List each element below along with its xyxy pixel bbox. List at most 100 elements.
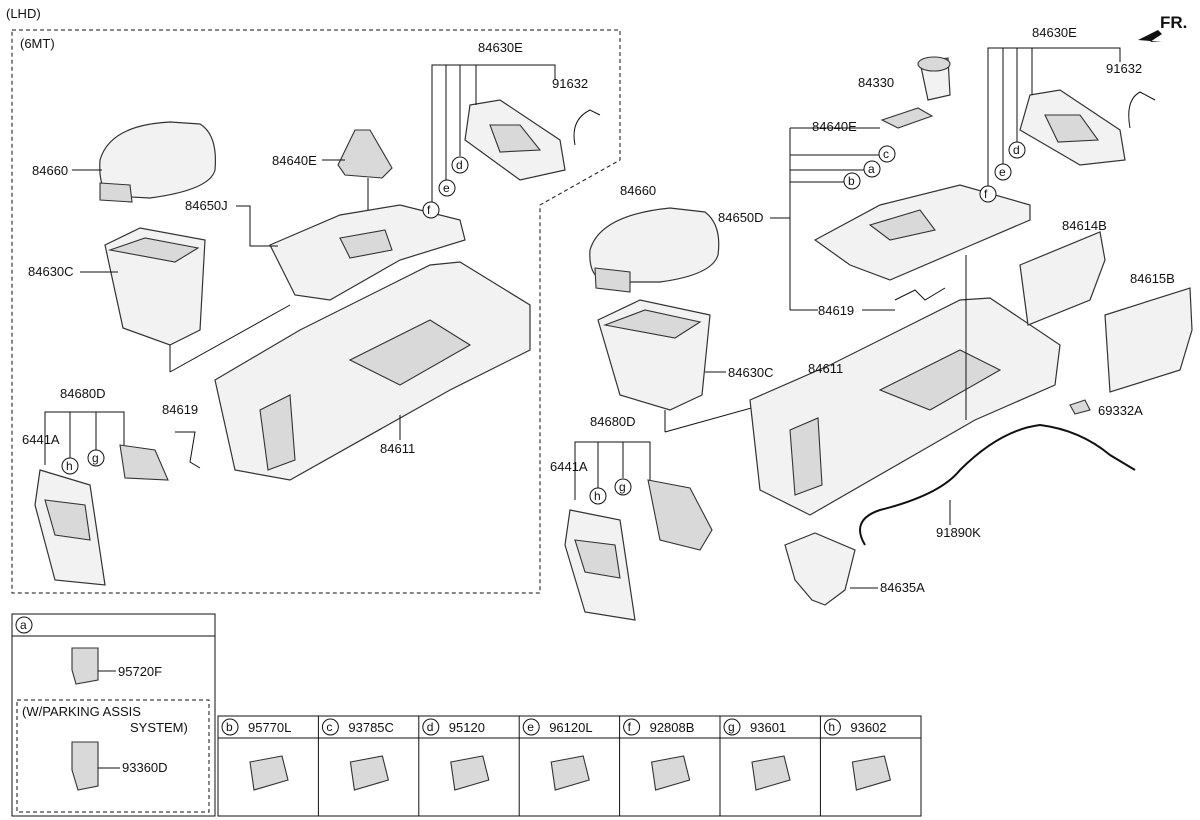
callout-e-right: e [994,163,1012,181]
svg-text:d: d [1013,143,1020,157]
switch-95720F-icon [71,647,99,685]
label-84611-right: 84611 [808,361,843,376]
legend-part-d: 95120 [449,720,485,735]
wire-84619-left [175,431,201,469]
svg-text:e: e [443,181,450,195]
legend-part-d-icon [450,755,490,791]
label-6441A-left: 6441A [22,432,60,447]
label-84660-right: 84660 [620,183,656,198]
wire-91632-left [573,109,601,146]
label-84660-left: 84660 [32,163,68,178]
callout-h-right: h [589,487,607,505]
label-69332A-right: 69332A [1098,403,1143,418]
legend-letter-h: h [828,720,835,734]
svg-text:h: h [66,459,73,473]
label-84650D-right: 84650D [718,210,764,225]
legend-part-h-icon [851,755,892,791]
label-84630C-right: 84630C [728,365,774,380]
switch-panel-right [564,479,713,621]
label-84640E-left: 84640E [272,153,317,168]
callout-g-left: g [87,449,105,467]
callout-g-right: g [614,478,632,496]
svg-text:g: g [619,480,626,494]
callout-a-right: a [863,160,881,178]
legend-part-e-icon [550,755,590,791]
switch-panel-left [34,444,169,586]
side-cover-84615B [1104,287,1193,393]
upper-console-right [813,184,1031,281]
console-box-right [597,299,711,411]
shift-boot-left [337,129,393,179]
side-cover-84614B [1019,231,1106,326]
floor-console-right [749,297,1061,516]
svg-text:c: c [883,147,889,161]
legend-letter-c: c [326,720,332,734]
legend-callout-c [321,718,339,736]
label-84640E-right: 84640E [812,119,857,134]
legend-callout-b [221,718,239,736]
label-84330-right: 84330 [858,75,894,90]
upper-console-left [269,204,466,301]
center-trim-panel-left [464,99,566,181]
legend-letter-g: g [728,720,735,734]
label-95720F: 95720F [118,664,162,679]
legend-letter-e: e [527,720,534,734]
callout-h-left: h [61,457,79,475]
legend-part-f-icon [650,755,691,791]
label-6441A-right: 6441A [550,459,588,474]
legend-part-f: 92808B [650,720,695,735]
legend-part-c-icon [349,755,390,791]
callout-b-right: b [843,172,861,190]
label-84630E-right: 84630E [1032,25,1077,40]
legend-part-e: 96120L [549,720,592,735]
label-91890K-right: 91890K [936,525,981,540]
clip-69332A [1069,399,1091,415]
lhd-label: (LHD) [6,6,41,21]
note-parking-assist: (W/PARKING ASSIS [22,704,141,719]
floor-console-left [214,261,531,481]
svg-text:a: a [868,162,875,176]
label-84680D-left: 84680D [60,386,106,401]
svg-text:a: a [20,618,27,632]
fr-arrow-icon [1138,30,1162,42]
label-91632-right: 91632 [1106,61,1142,76]
callout-f-right: f [979,185,997,203]
label-84614B-right: 84614B [1062,218,1107,233]
label-84650J-left: 84650J [185,198,228,213]
callout-c-right: c [878,145,896,163]
console-box-left [104,227,206,346]
label-84630C-left: 84630C [28,264,74,279]
callout-d-left: d [451,156,469,174]
label-91632-left: 91632 [552,76,588,91]
6mt-dashed-box [11,29,621,594]
svg-text:f: f [984,187,988,201]
legend-part-g: 93601 [750,720,786,735]
legend-callout-e [522,718,540,736]
bracket-84635A [784,532,856,606]
cover-84640E-right [880,107,934,129]
legend-callout-f [623,718,641,736]
svg-text:b: b [848,174,855,188]
wiring-harness-91890K [859,423,1136,546]
label-84619-right: 84619 [818,303,854,318]
svg-text:h: h [594,489,601,503]
legend-part-h: 93602 [850,720,886,735]
legend-part-g-icon [751,755,791,791]
front-direction-arrow: FR. [1138,13,1187,42]
ashtray-cup-right [917,56,951,101]
callout-f-left: f [422,201,440,219]
label-84619-left: 84619 [162,402,198,417]
label-84635A-right: 84635A [880,580,925,595]
legend-letter-b: b [226,720,233,734]
wire-91632-right [1128,91,1156,129]
legend-letter-f: f [628,720,632,734]
svg-text:f: f [427,203,431,217]
fr-label: FR. [1160,13,1187,32]
label-84611-left: 84611 [380,441,415,456]
label-84615B-right: 84615B [1130,271,1175,286]
callout-e-left: e [438,179,456,197]
legend-callout-d [422,718,440,736]
svg-text:g: g [92,451,99,465]
